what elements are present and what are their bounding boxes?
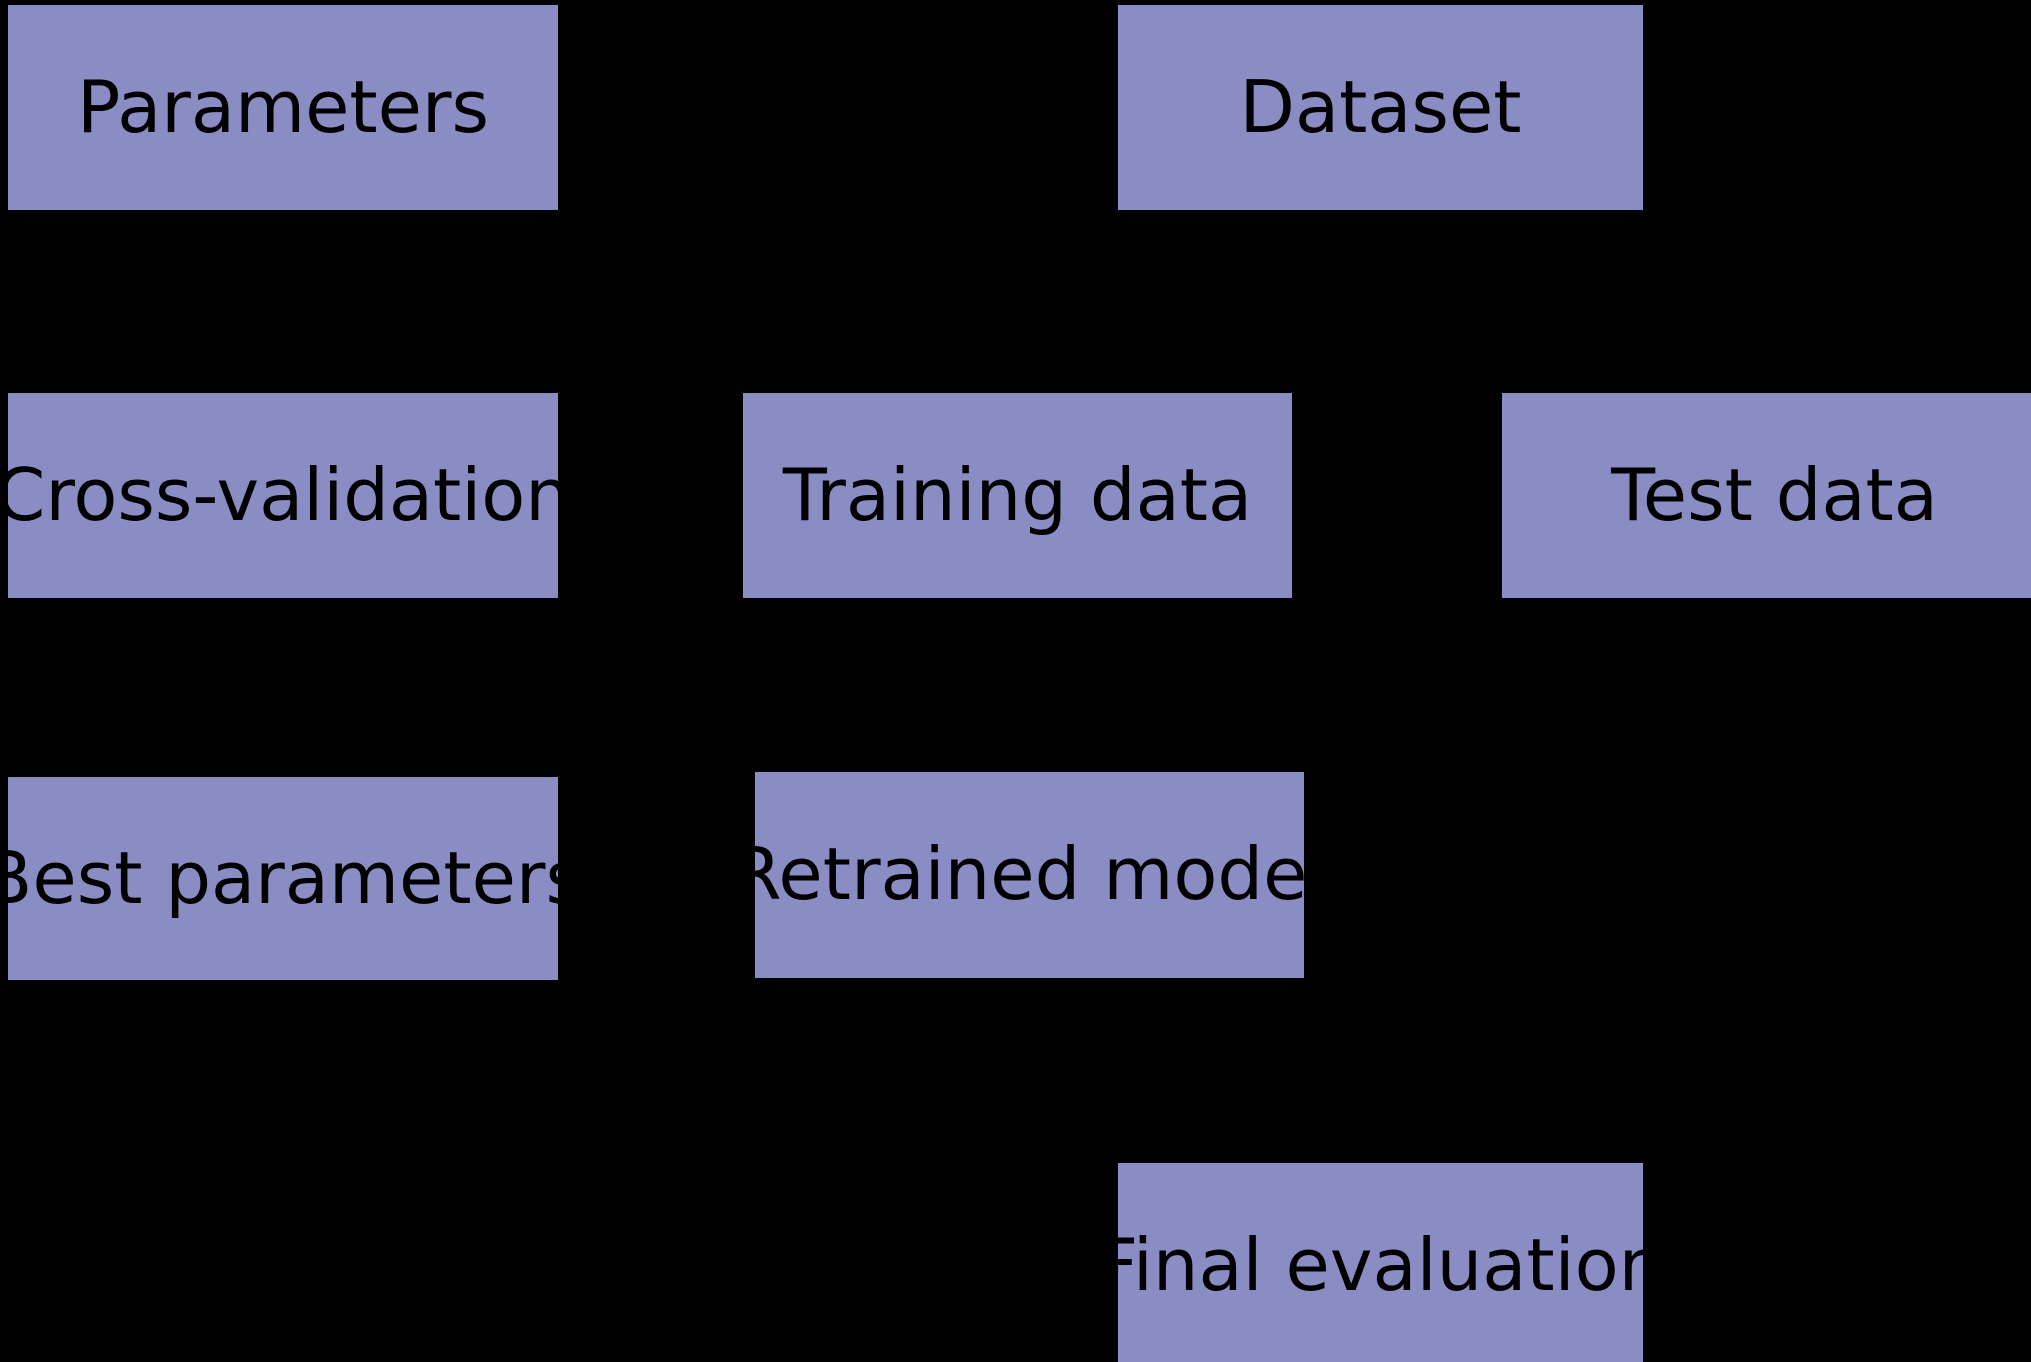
node-parameters[interactable]: Parameters [8, 5, 558, 210]
node-training-data-label: Training data [782, 452, 1253, 537]
node-dataset[interactable]: Dataset [1118, 5, 1643, 210]
node-cross-validation-label: Cross-validation [0, 452, 571, 537]
node-final-evaluation[interactable]: Final evaluation [1097, 1163, 1664, 1362]
node-test-data-label: Test data [1611, 452, 1938, 537]
node-training-data[interactable]: Training data [743, 393, 1292, 598]
node-final-evaluation-label: Final evaluation [1096, 1222, 1665, 1307]
node-best-parameters-label: Best parameters [0, 835, 583, 920]
node-cross-validation[interactable]: Cross-validation [0, 393, 571, 598]
node-parameters-label: Parameters [76, 64, 490, 149]
node-dataset-label: Dataset [1239, 64, 1522, 149]
node-retrained-model-label: Retrained model [731, 832, 1328, 916]
node-retrained-model[interactable]: Retrained model [732, 772, 1327, 978]
node-best-parameters[interactable]: Best parameters [0, 777, 583, 980]
node-test-data[interactable]: Test data [1502, 393, 2031, 598]
